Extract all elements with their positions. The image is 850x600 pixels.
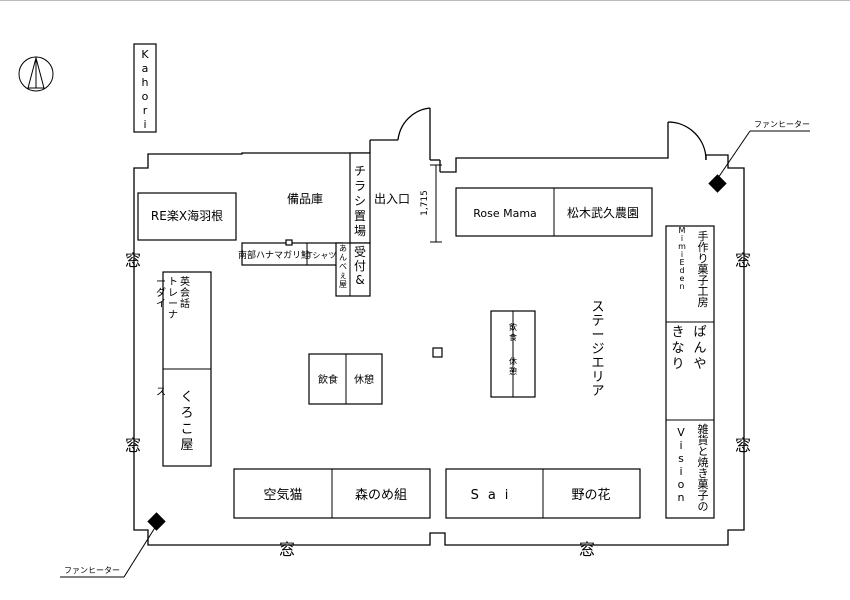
label-window-right-2: 窓 xyxy=(735,436,751,455)
label-kyukei-1: 休憩 xyxy=(354,373,374,386)
booth-re-kaiwa xyxy=(137,192,237,241)
label-inshoku-1: 飲食 xyxy=(318,373,338,386)
fan-heater-bottom xyxy=(60,512,166,578)
label-eikaiwa: 英会話トレーナーダイス xyxy=(156,275,190,398)
label-anbesama: あんべぇ屋 xyxy=(339,244,347,289)
label-window-left-1: 窓 xyxy=(125,251,141,270)
label-bihinko: 備品庫 xyxy=(287,191,323,206)
label-tshirt: Tシャツ xyxy=(307,251,337,260)
label-rose-mama: Rose Mama xyxy=(473,207,537,220)
label-re-kaiwa: RE楽X海羽根 xyxy=(151,208,223,223)
label-kuroko: くろこ屋 xyxy=(180,390,193,453)
dimension-marker xyxy=(430,164,442,243)
label-window-bottom-1: 窓 xyxy=(279,540,295,559)
label-fan-top: ファンヒーター xyxy=(754,120,810,129)
small-pillar xyxy=(432,347,443,358)
label-panya: ぱんやきなり xyxy=(671,325,706,372)
fan-heater-top xyxy=(708,130,810,193)
top-frame-line xyxy=(0,0,850,1)
label-tezukuri: 手作り菓子工房 xyxy=(698,229,709,309)
label-dimension: 1,715 xyxy=(420,190,430,216)
label-zakka: 雑貨と焼き菓子の xyxy=(698,422,709,513)
label-kukineko: 空気猫 xyxy=(263,487,302,503)
label-window-right-1: 窓 xyxy=(735,251,751,270)
label-matsuki: 松木武久農園 xyxy=(567,206,639,220)
label-inshoku-2: 飲食 xyxy=(509,322,517,342)
booth-right xyxy=(665,225,715,519)
label-window-bottom-2: 窓 xyxy=(579,540,595,559)
label-nonohana: 野の花 xyxy=(571,487,610,503)
label-morinome: 森のめ組 xyxy=(355,488,407,503)
reception-desk xyxy=(335,242,371,297)
entrance-door xyxy=(369,107,441,172)
label-uketsuke: 受付& xyxy=(354,245,366,287)
label-nanbu: 南部ハナマガリ鮭 xyxy=(238,249,310,261)
label-stage: ステージエリア xyxy=(591,300,604,399)
label-entrance: 出入口 xyxy=(374,192,410,206)
label-chirashi: チラシ置場 xyxy=(354,164,366,238)
booth-kahori xyxy=(133,43,157,133)
label-fan-bottom: ファンヒーター xyxy=(64,566,120,575)
outer-wall xyxy=(133,121,745,546)
north-arrow-icon xyxy=(18,56,54,92)
label-kyukei-2: 休憩 xyxy=(509,356,517,376)
label-window-left-2: 窓 xyxy=(125,436,141,455)
label-sai: Sai xyxy=(471,488,518,503)
